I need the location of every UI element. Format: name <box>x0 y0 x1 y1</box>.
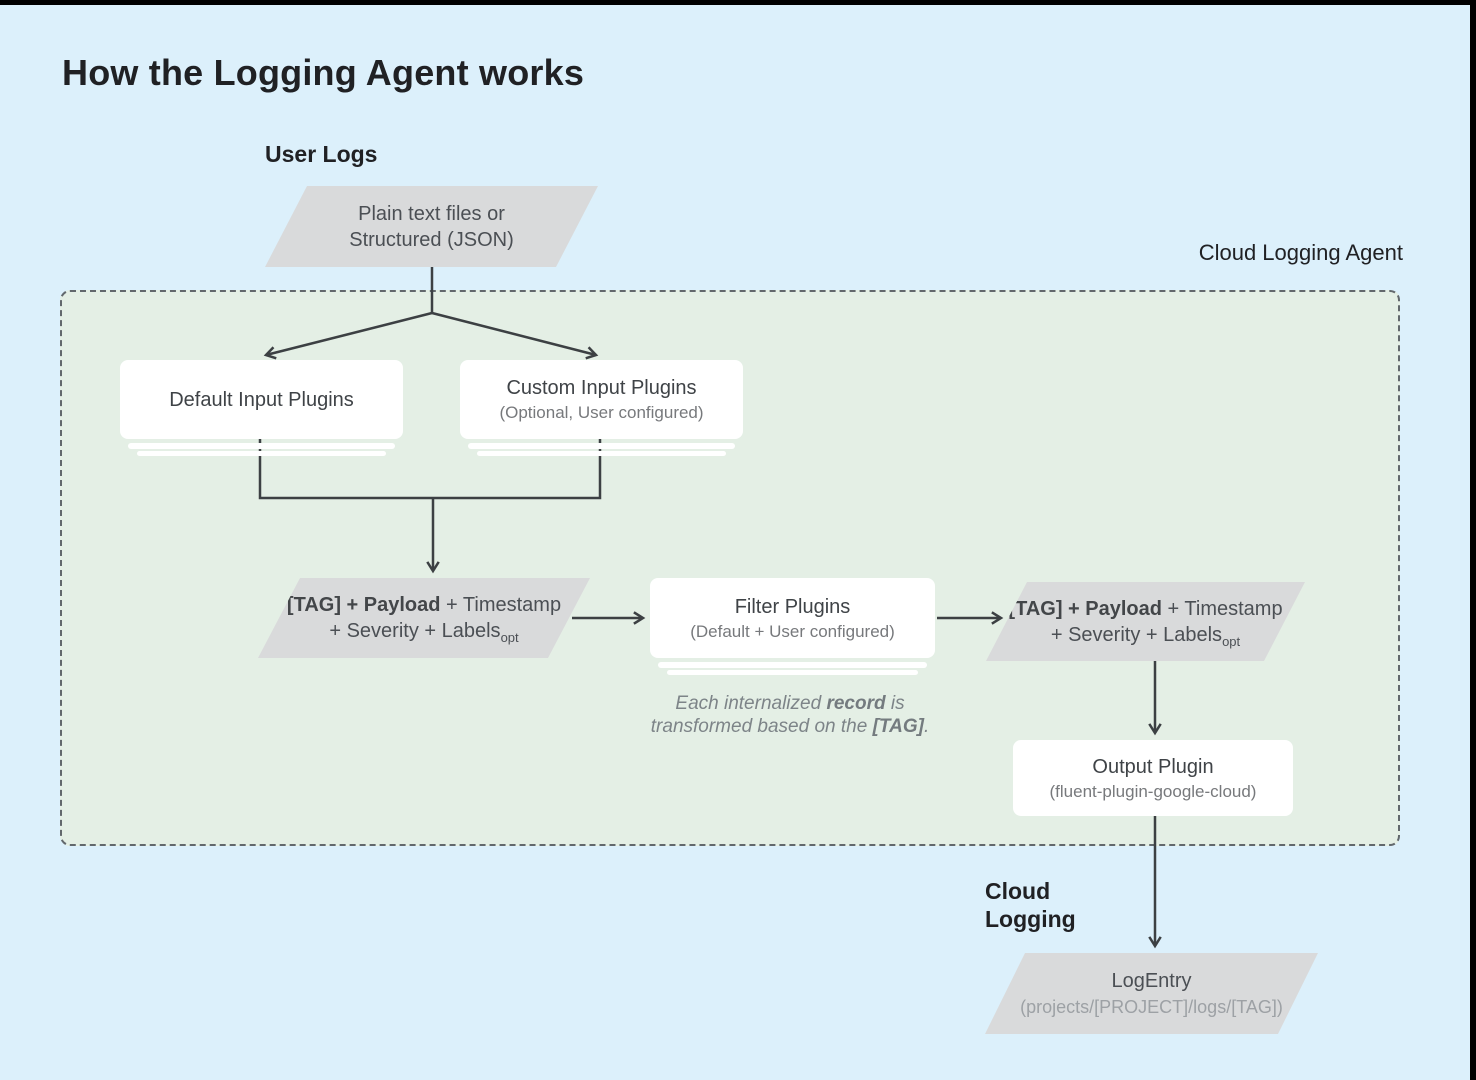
node-log-entry: LogEntry (projects/[PROJECT]/logs/[TAG]) <box>985 953 1318 1034</box>
label-cloud-logging: Cloud Logging <box>985 878 1076 932</box>
node-default-input-plugins: Default Input Plugins <box>120 360 403 439</box>
stack-effect-bar <box>667 670 918 675</box>
label-user-logs: User Logs <box>265 141 378 167</box>
node-output-plugin: Output Plugin (fluent-plugin-google-clou… <box>1013 740 1293 816</box>
stack-effect-bar <box>658 662 927 668</box>
node-log-record-right: [TAG] + Payload + Timestamp + Severity +… <box>986 582 1305 661</box>
stack-effect-bar <box>128 443 395 449</box>
label-cloud-logging-agent: Cloud Logging Agent <box>1198 240 1403 265</box>
stack-effect-bar <box>137 451 386 456</box>
node-custom-input-plugins: Custom Input Plugins (Optional, User con… <box>460 360 743 439</box>
filter-caption: Each internalized record is transformed … <box>650 693 930 737</box>
stack-effect-bar <box>477 451 726 456</box>
stack-effect-bar <box>468 443 735 449</box>
node-user-logs-source: Plain text files or Structured (JSON) <box>265 186 598 267</box>
screen-edge-top <box>0 0 1476 5</box>
node-filter-plugins: Filter Plugins (Default + User configure… <box>650 578 935 658</box>
screen-edge-right <box>1470 0 1476 1080</box>
node-log-record-left: [TAG] + Payload + Timestamp + Severity +… <box>258 578 590 658</box>
page-title: How the Logging Agent works <box>62 52 585 93</box>
